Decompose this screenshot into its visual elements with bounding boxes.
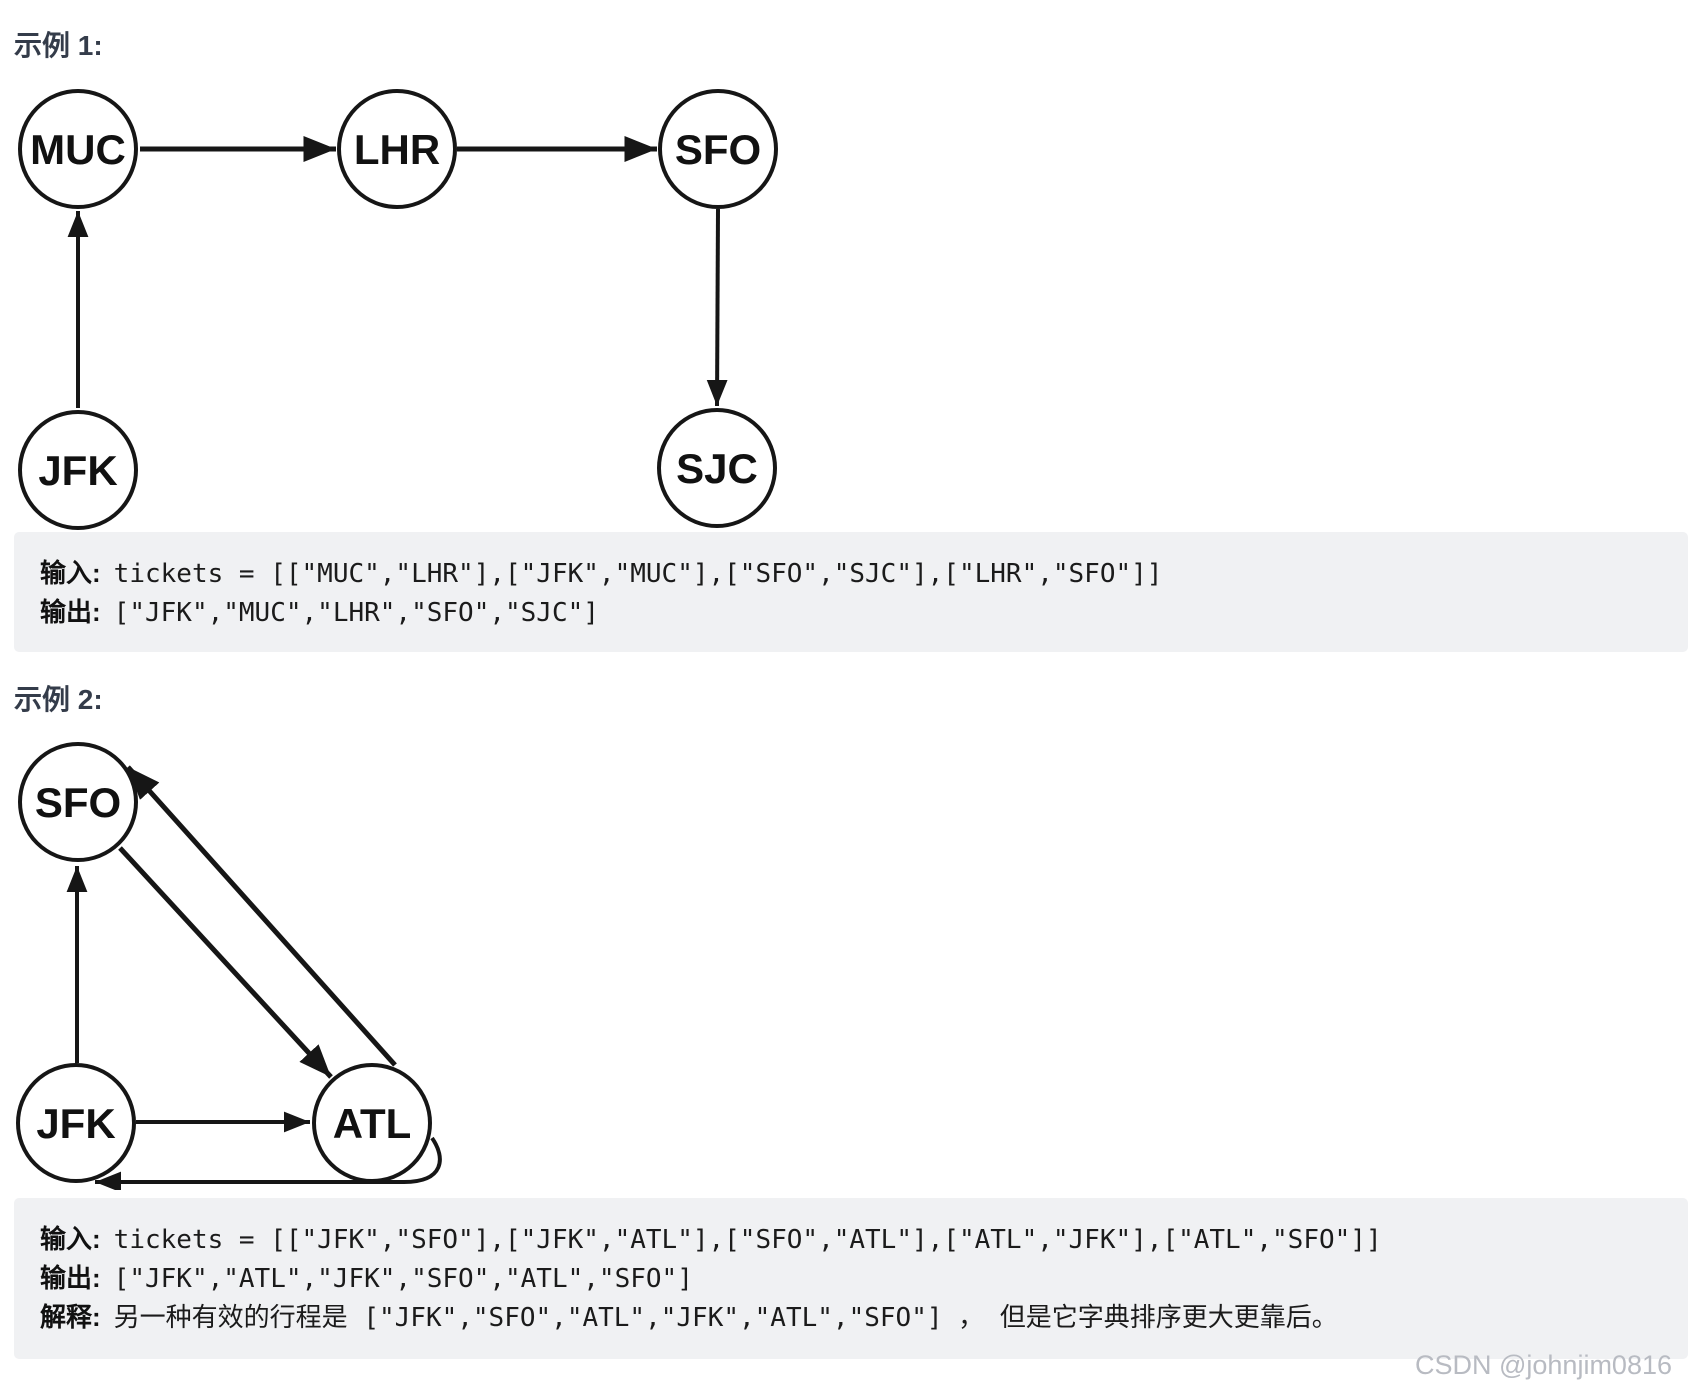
input-label: 输入:	[40, 558, 101, 588]
example2-nodes: SFO JFK ATL	[16, 742, 432, 1183]
example1-heading: 示例 1:	[14, 30, 103, 61]
example1-edges	[67, 136, 728, 408]
input-value: tickets = [["MUC","LHR"],["JFK","MUC"],[…	[113, 559, 1163, 589]
explain-value: 另一种有效的行程是 ["JFK","SFO","ATL","JFK","ATL"…	[113, 1303, 1338, 1333]
example2-graph: SFO JFK ATL	[16, 742, 442, 1190]
input-value: tickets = [["JFK","SFO"],["JFK","ATL"],[…	[113, 1225, 1382, 1255]
edge-sfo-sjc	[706, 208, 728, 407]
edge-sfo-atl	[118, 846, 333, 1079]
watermark: CSDN @johnjim0816	[1414, 1350, 1672, 1380]
example2-edges	[66, 765, 397, 1133]
node-muc-label: MUC	[30, 126, 126, 173]
node-jfk	[18, 410, 138, 530]
node-sfo2-label: SFO	[35, 779, 121, 826]
node-muc	[18, 89, 138, 209]
node-jfk-label: JFK	[38, 447, 117, 494]
example1-io-box: 输入: tickets = [["MUC","LHR"],["JFK","MUC"…	[14, 532, 1688, 652]
explain-label: 解释:	[40, 1302, 101, 1332]
node-jfk2	[16, 1063, 136, 1183]
node-sjc	[657, 408, 777, 528]
edge-atl-jfk	[95, 1136, 442, 1190]
node-sfo	[658, 89, 778, 209]
node-jfk2-label: JFK	[36, 1100, 115, 1147]
example1-output-line: 输出: ["JFK","MUC","LHR","SFO","SJC"]	[40, 593, 1662, 632]
node-sfo2	[18, 742, 138, 862]
example2-output-line: 输出: ["JFK","ATL","JFK","SFO","ATL","SFO"]	[40, 1259, 1662, 1298]
example2-heading: 示例 2:	[14, 684, 103, 715]
example2-io-box: 输入: tickets = [["JFK","SFO"],["JFK","ATL"…	[14, 1198, 1688, 1359]
node-atl-label: ATL	[333, 1100, 412, 1147]
node-sjc-label: SJC	[676, 445, 758, 492]
example1-nodes: MUC LHR SFO JFK SJC	[18, 89, 778, 530]
edge-atl-sfo	[126, 765, 397, 1067]
example1-input-line: 输入: tickets = [["MUC","LHR"],["JFK","MUC"…	[40, 554, 1662, 593]
example2-explain-line: 解释: 另一种有效的行程是 ["JFK","SFO","ATL","JFK","A…	[40, 1298, 1662, 1337]
example1-graph: MUC LHR SFO JFK SJC	[18, 89, 778, 530]
output-value: ["JFK","MUC","LHR","SFO","SJC"]	[113, 598, 599, 628]
node-sfo-label: SFO	[675, 126, 761, 173]
output-label: 输出:	[40, 1263, 101, 1293]
input-label: 输入:	[40, 1224, 101, 1254]
node-lhr	[337, 89, 457, 209]
output-label: 输出:	[40, 597, 101, 627]
node-lhr-label: LHR	[354, 126, 440, 173]
example2-input-line: 输入: tickets = [["JFK","SFO"],["JFK","ATL"…	[40, 1220, 1662, 1259]
output-value: ["JFK","ATL","JFK","SFO","ATL","SFO"]	[113, 1264, 693, 1294]
